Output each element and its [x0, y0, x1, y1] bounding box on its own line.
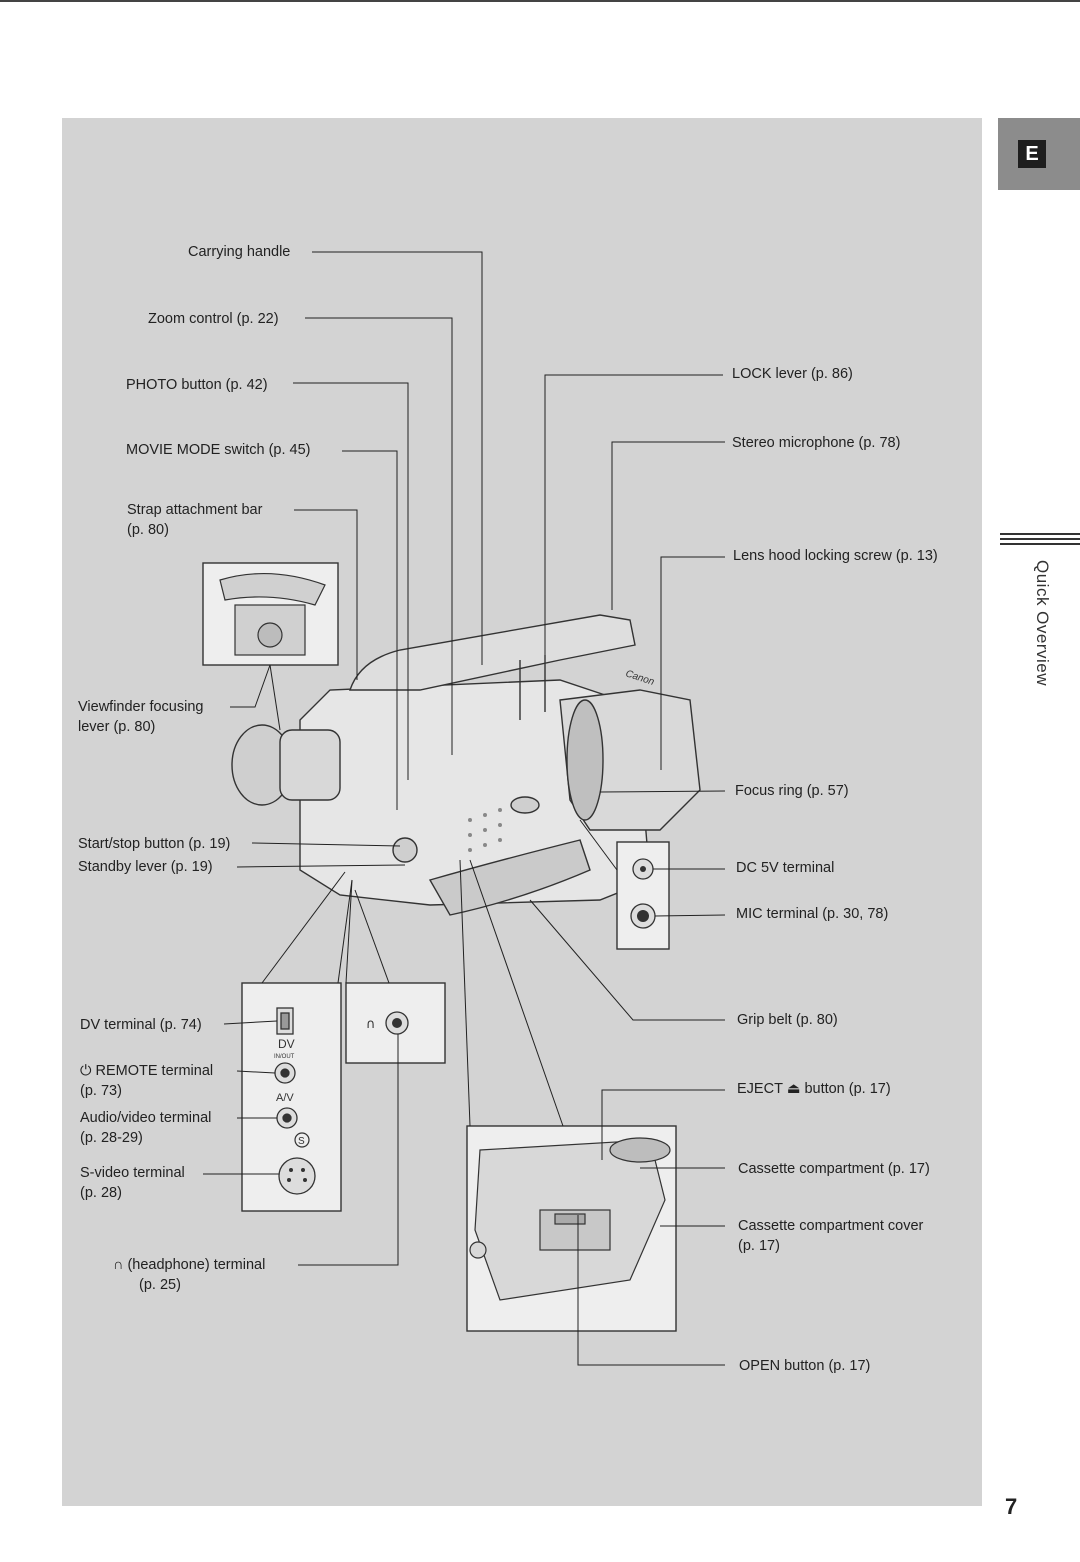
- section-marker-bars: [1000, 533, 1080, 553]
- label-dv-terminal: DV terminal (p. 74): [80, 1017, 202, 1033]
- label-movie-mode-switch: MOVIE MODE switch (p. 45): [126, 442, 311, 458]
- label-svideo-line1: S-video terminal: [80, 1165, 185, 1181]
- dv-inout-marking: IN/OUT: [274, 1054, 295, 1060]
- label-zoom-control: Zoom control (p. 22): [148, 311, 279, 327]
- top-rule: [0, 0, 1080, 2]
- label-open-button: OPEN button (p. 17): [739, 1358, 871, 1374]
- label-eject-line2: button (p. 17): [804, 1081, 891, 1097]
- label-svideo-line2: (p. 28): [80, 1185, 122, 1201]
- label-photo-button: PHOTO button (p. 42): [126, 377, 268, 393]
- label-lock-lever: LOCK lever (p. 86): [732, 366, 853, 382]
- label-carrying-handle: Carrying handle: [188, 244, 291, 260]
- language-tab-letter: E: [1018, 140, 1046, 168]
- label-strap-attachment-bar: Strap attachment bar (p. 80): [127, 500, 262, 540]
- dv-marking: DV: [278, 1037, 295, 1051]
- label-cassette-cover-line1: Cassette compartment cover: [738, 1218, 924, 1234]
- label-standby-lever: Standby lever (p. 19): [78, 859, 213, 875]
- label-cassette-compartment: Cassette compartment (p. 17): [738, 1161, 930, 1177]
- label-strap-line2: (p. 80): [127, 522, 169, 538]
- label-av-line1: Audio/video terminal: [80, 1110, 212, 1126]
- section-title: Quick Overview: [1033, 560, 1052, 687]
- remote-icon: ⏻: [80, 1063, 96, 1079]
- label-grip-belt: Grip belt (p. 80): [737, 1012, 838, 1028]
- label-headphone-line2: (p. 25): [139, 1277, 181, 1293]
- label-headphone-line1: (headphone) terminal: [127, 1257, 266, 1273]
- label-strap-line1: Strap attachment bar: [127, 502, 263, 518]
- label-s-video-terminal: S-video terminal (p. 28): [80, 1163, 185, 1203]
- label-remote-line1: REMOTE terminal: [95, 1063, 214, 1079]
- label-eject-button: EJECT ⏏ button (p. 17): [737, 1079, 891, 1099]
- label-audio-video-terminal: Audio/video terminal (p. 28-29): [80, 1108, 211, 1148]
- label-viewfinder-line2: lever (p. 80): [78, 719, 156, 735]
- label-viewfinder-line1: Viewfinder focusing: [78, 699, 204, 715]
- label-remote-line2: (p. 73): [80, 1083, 122, 1099]
- label-dc-5v-terminal: DC 5V terminal: [736, 860, 835, 876]
- label-viewfinder-focusing-lever: Viewfinder focusing lever (p. 80): [78, 697, 203, 737]
- label-lens-hood-locking-screw: Lens hood locking screw (p. 13): [733, 548, 938, 564]
- label-mic-terminal: MIC terminal (p. 30, 78): [736, 906, 889, 922]
- label-stereo-microphone: Stereo microphone (p. 78): [732, 435, 901, 451]
- label-remote-terminal: ⏻ REMOTE terminal (p. 73): [80, 1061, 213, 1101]
- svg-text:∩: ∩: [366, 1017, 376, 1032]
- label-start-stop-button: Start/stop button (p. 19): [78, 836, 231, 852]
- headphone-icon: ∩: [113, 1257, 128, 1273]
- eject-icon: ⏏: [786, 1081, 801, 1097]
- label-headphone-terminal: ∩ (headphone) terminal (p. 25): [113, 1255, 265, 1295]
- canon-logo: Canon: [624, 668, 656, 688]
- label-focus-ring: Focus ring (p. 57): [735, 783, 849, 799]
- label-eject-line1: EJECT: [737, 1081, 783, 1097]
- av-marking: A/V: [276, 1092, 294, 1104]
- label-av-line2: (p. 28-29): [80, 1130, 143, 1146]
- label-cassette-cover-line2: (p. 17): [738, 1238, 780, 1254]
- label-cassette-compartment-cover: Cassette compartment cover (p. 17): [738, 1216, 923, 1256]
- s-marking: S: [298, 1136, 305, 1147]
- page-number: 7: [1005, 1494, 1018, 1519]
